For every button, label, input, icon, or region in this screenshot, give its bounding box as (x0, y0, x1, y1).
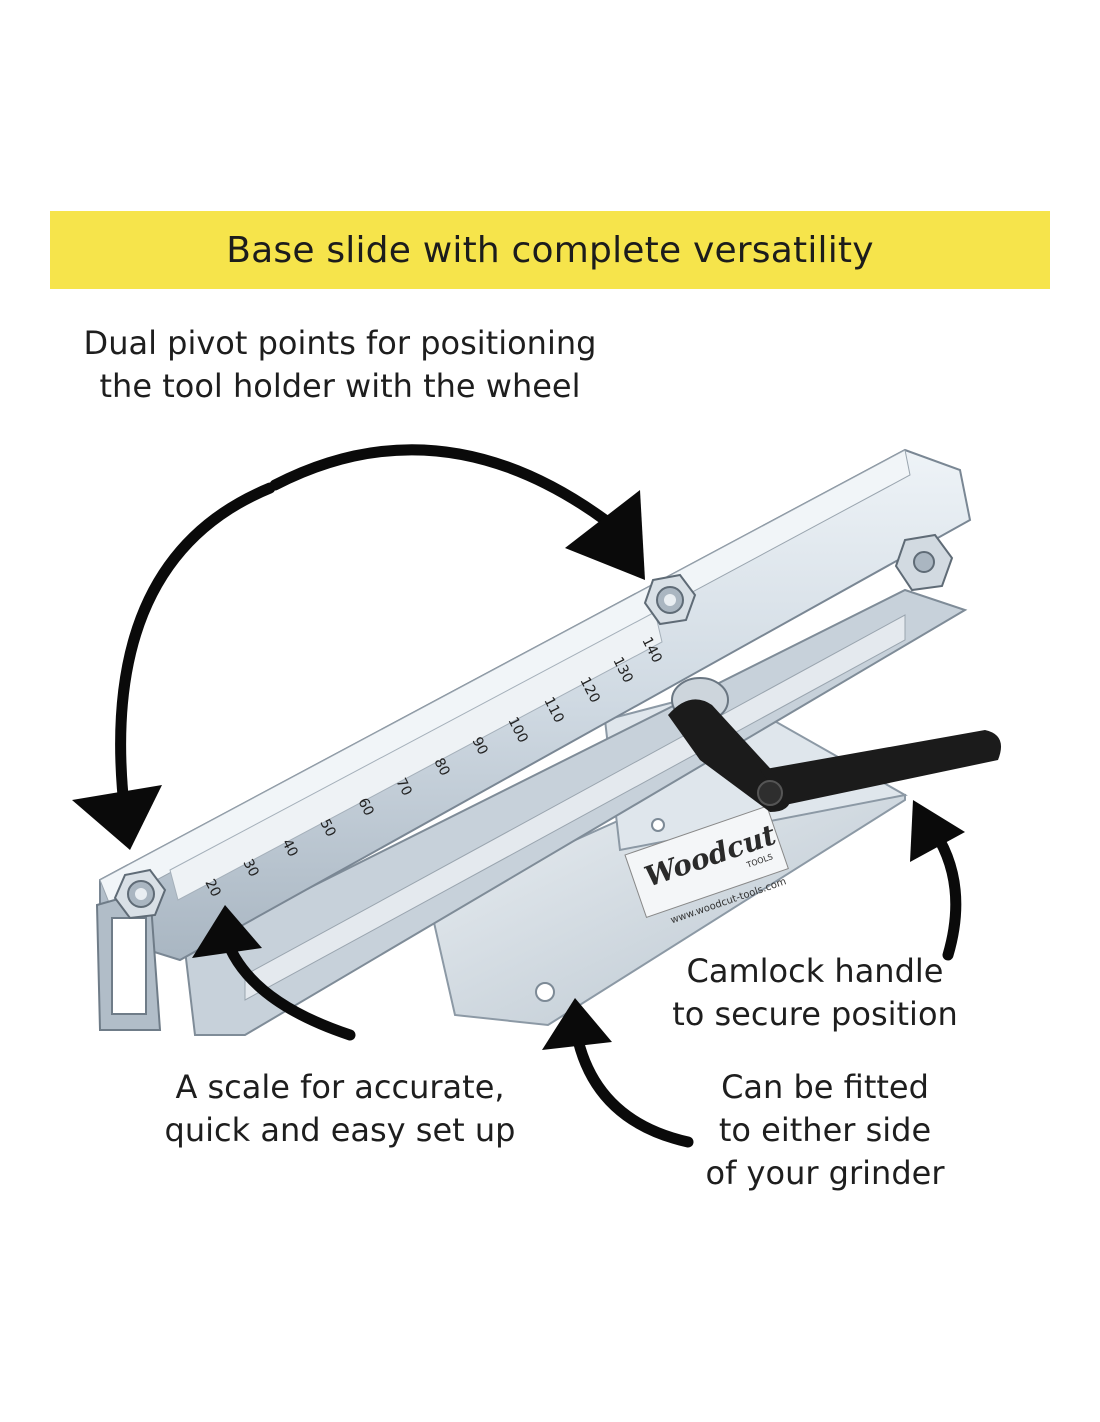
callout-pivot-points: Dual pivot points for positioning the to… (60, 322, 620, 408)
callout-fit-line1: Can be fitted (721, 1068, 929, 1106)
arrow-fit (569, 1019, 694, 1148)
callout-scale-line1: A scale for accurate, (175, 1068, 505, 1106)
scale-label: 90 (468, 735, 490, 758)
hex-nut (894, 533, 954, 592)
callout-pivot-line1: Dual pivot points for positioning (83, 324, 597, 362)
arrowhead-scale (192, 905, 262, 958)
arrowheads (72, 490, 965, 1050)
mount-hole (535, 982, 555, 1002)
arrow-pivot-right (269, 444, 611, 526)
scale-label: 20 (201, 877, 223, 900)
callout-camlock-line2: to secure position (672, 995, 958, 1033)
callout-camlock: Camlock handle to secure position (650, 950, 980, 1036)
callout-scale-line2: quick and easy set up (164, 1111, 516, 1149)
banner-title: Base slide with complete versatility (226, 229, 874, 271)
pivot-bolt-left (113, 868, 167, 920)
callout-fit-line2: to either side (718, 1111, 932, 1149)
arrow-pivot-left (115, 482, 276, 821)
callout-fit-line3: of your grinder (705, 1154, 945, 1192)
callout-camlock-line1: Camlock handle (686, 952, 944, 990)
callout-pivot-line2: the tool holder with the wheel (99, 367, 581, 405)
callout-fitting: Can be fitted to either side of your gri… (640, 1066, 1010, 1195)
scale-label: 30 (239, 857, 261, 880)
scale-label: 50 (316, 817, 338, 840)
bar-end-opening (111, 917, 147, 1015)
arrowhead-pivot-right (565, 490, 645, 580)
callout-scale: A scale for accurate, quick and easy set… (130, 1066, 550, 1152)
arrowhead-camlock (910, 800, 965, 862)
camlock-handle (668, 677, 1002, 812)
mount-hole (651, 818, 665, 832)
scale-label: 60 (354, 796, 376, 819)
slide-bar (95, 448, 972, 1031)
scale-label: 80 (430, 756, 452, 779)
header-banner: Base slide with complete versatility (50, 211, 1050, 289)
arrowhead-pivot-left (72, 785, 162, 850)
scale-label: 70 (392, 776, 414, 799)
scale-strip (169, 611, 663, 901)
scale-label: 40 (278, 837, 300, 860)
arrowhead-fit (542, 998, 612, 1050)
pivot-bolt-right (643, 573, 697, 626)
